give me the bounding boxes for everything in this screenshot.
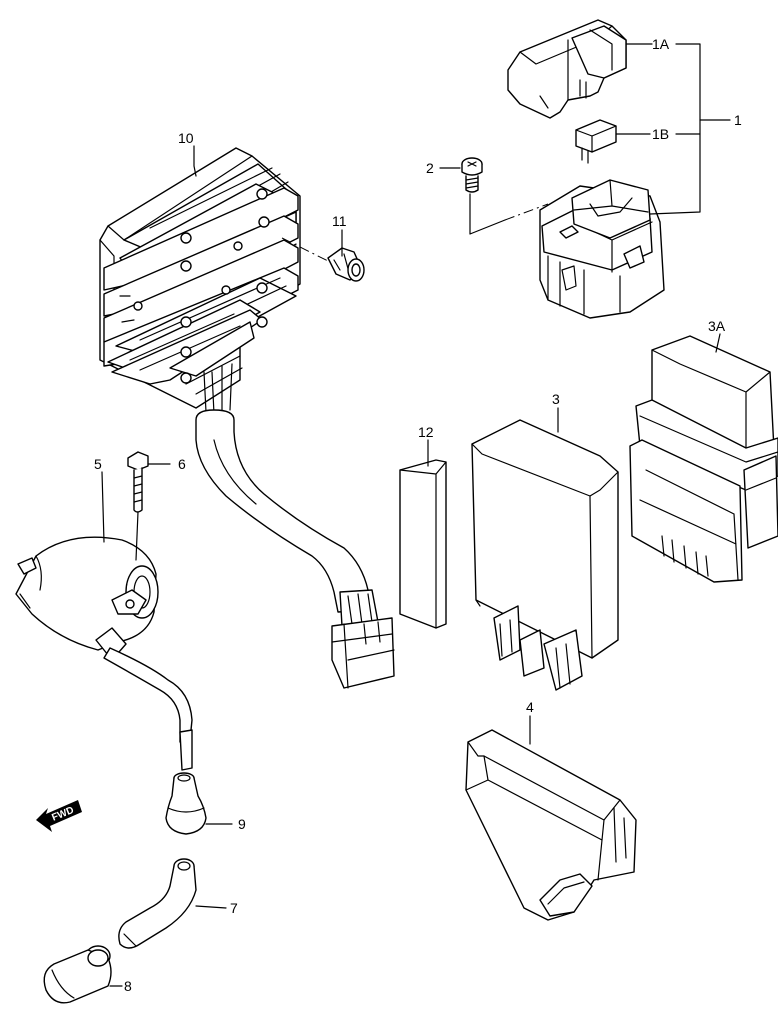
part-11-screw [281, 237, 365, 282]
part-6-bolt [127, 451, 149, 561]
callout-7: 7 [230, 900, 238, 916]
part-10-regulator-rectifier [99, 147, 395, 689]
part-3a-control-unit [629, 335, 778, 583]
part-8-cap [43, 945, 112, 1004]
callout-8: 8 [124, 978, 132, 994]
part-7-plug-cap [118, 858, 197, 949]
part-3-control-unit [471, 419, 619, 691]
part-12-spacer-block [399, 459, 447, 629]
callout-3: 3 [552, 391, 560, 407]
callout-lines [101, 43, 731, 987]
callout-2: 2 [426, 160, 434, 176]
callout-10: 10 [178, 130, 194, 146]
part-1a-relay-cover [507, 19, 627, 119]
callout-11: 11 [332, 213, 347, 229]
svg-text:FWD: FWD [50, 805, 75, 824]
callout-4: 4 [526, 699, 534, 715]
callout-labels: 1A 1 1B 2 10 11 3A 3 12 5 6 4 9 7 8 [94, 36, 742, 994]
part-1b-fuse [575, 119, 617, 164]
part-9-grommet [165, 772, 207, 835]
part-1-relay-assembly [461, 19, 665, 319]
callout-6: 6 [178, 456, 186, 472]
callout-1b: 1B [652, 126, 669, 142]
callout-1: 1 [734, 112, 742, 128]
part-4-cover [465, 729, 637, 921]
fwd-arrow: FWD [36, 800, 82, 832]
part-5-ignition-coil [15, 536, 193, 771]
callout-1a: 1A [652, 36, 670, 52]
callout-3a: 3A [708, 318, 726, 334]
callout-12: 12 [418, 424, 434, 440]
part-2-screw [461, 157, 483, 193]
callout-9: 9 [238, 816, 246, 832]
callout-5: 5 [94, 456, 102, 472]
part-1-relay-body [539, 179, 665, 319]
